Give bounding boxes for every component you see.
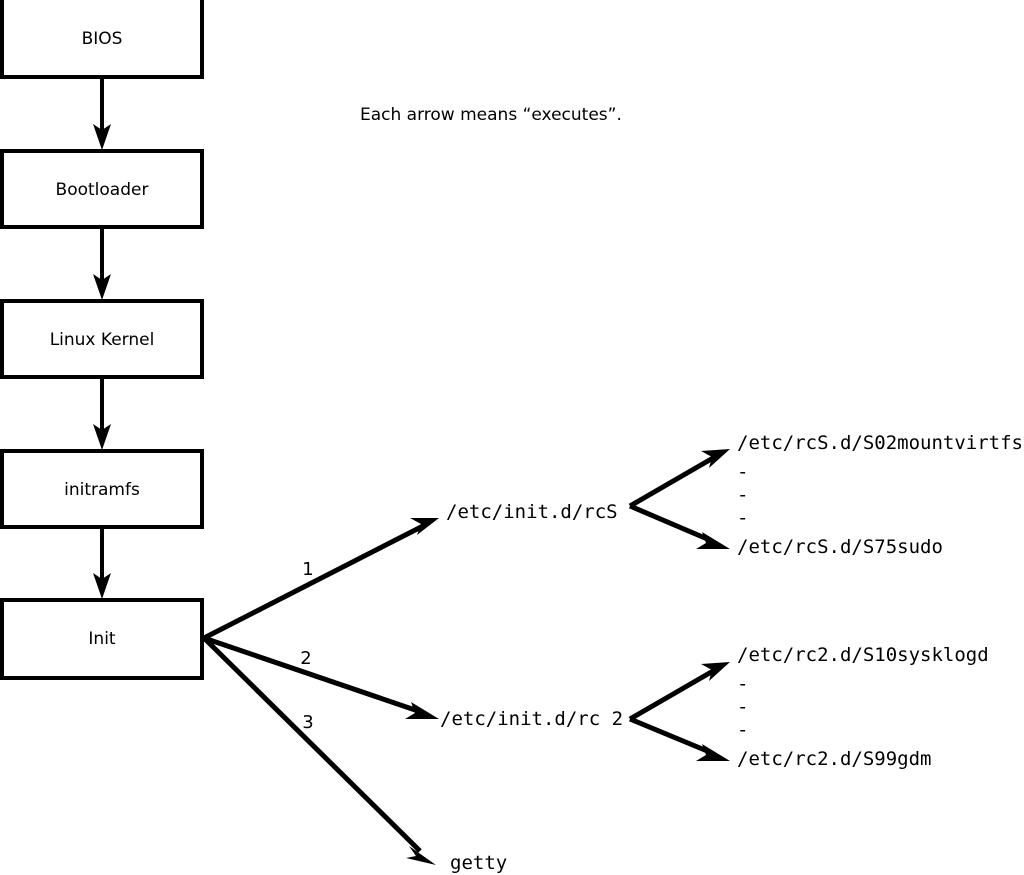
arrowhead-rc2-first <box>701 662 730 681</box>
initramfs-box-label: initramfs <box>64 480 140 500</box>
stage-box-bios[interactable]: BIOS <box>0 0 204 79</box>
stage-box-kernel[interactable]: Linux Kernel <box>0 299 204 379</box>
branch-target-rcs: /etc/init.d/rcS <box>446 501 618 523</box>
bootloader-box-rect <box>0 149 204 229</box>
arrow-initramfs-to-init <box>93 527 111 599</box>
script-label-rc2-first: /etc/rc2.d/S10sysklogd <box>737 644 989 666</box>
arrowhead-branch-1 <box>410 518 439 535</box>
stage-box-initramfs[interactable]: initramfs <box>0 449 204 529</box>
arrowhead-initramfs-init <box>93 573 111 599</box>
stage-box-bootloader[interactable]: Bootloader <box>0 149 204 229</box>
branch-number-2: 2 <box>300 648 311 669</box>
init-branch-arrow-3 <box>202 636 436 865</box>
init-box-label: Init <box>88 629 116 649</box>
branch-target-rc2: /etc/init.d/rc 2 <box>440 708 623 730</box>
init-box-rect <box>0 598 204 680</box>
branch-number-1: 1 <box>302 559 313 580</box>
script-fan-rc2 <box>628 662 730 761</box>
diagram-caption: Each arrow means “executes”. <box>360 105 622 125</box>
arrowhead-bios-bootloader <box>93 124 111 150</box>
script-ellipsis-rc2-2: - <box>737 696 748 718</box>
script-ellipsis-rcs-2: - <box>737 484 748 506</box>
bios-box-label: BIOS <box>82 29 123 49</box>
arrowhead-rcs-first <box>701 449 730 468</box>
script-fan-rcs <box>628 449 730 549</box>
branch-target-getty: getty <box>450 852 507 874</box>
arrowhead-bootloader-kernel <box>93 274 111 300</box>
arrowhead-kernel-initramfs <box>93 424 111 450</box>
script-label-rcs-first: /etc/rcS.d/S02mountvirtfs <box>737 432 1023 454</box>
branch-number-3: 3 <box>302 712 313 733</box>
script-label-rcs-last: /etc/rcS.d/S75sudo <box>737 536 943 558</box>
initramfs-box-rect <box>0 449 204 529</box>
init-branch-arrow-2 <box>203 635 439 719</box>
kernel-box-label: Linux Kernel <box>50 330 155 350</box>
arrowhead-rc2-last <box>696 744 730 761</box>
arrowhead-branch-2 <box>405 702 439 719</box>
arrow-bios-to-bootloader <box>93 77 111 150</box>
script-ellipsis-rc2-3: - <box>737 719 748 741</box>
script-ellipsis-rcs-3: - <box>737 507 748 529</box>
script-ellipsis-rc2-1: - <box>737 673 748 695</box>
bios-box-rect <box>0 0 204 79</box>
arrowhead-rcs-last <box>696 532 730 549</box>
stage-box-init[interactable]: Init <box>0 598 204 680</box>
script-ellipsis-rcs-1: - <box>737 461 748 483</box>
init-branch-arrow-1 <box>202 518 439 641</box>
arrow-bootloader-to-kernel <box>93 227 111 300</box>
bootloader-box-label: Bootloader <box>56 180 149 200</box>
arrowhead-branch-3 <box>406 846 436 865</box>
script-label-rc2-last: /etc/rc2.d/S99gdm <box>737 748 931 770</box>
arrow-kernel-to-initramfs <box>93 377 111 450</box>
